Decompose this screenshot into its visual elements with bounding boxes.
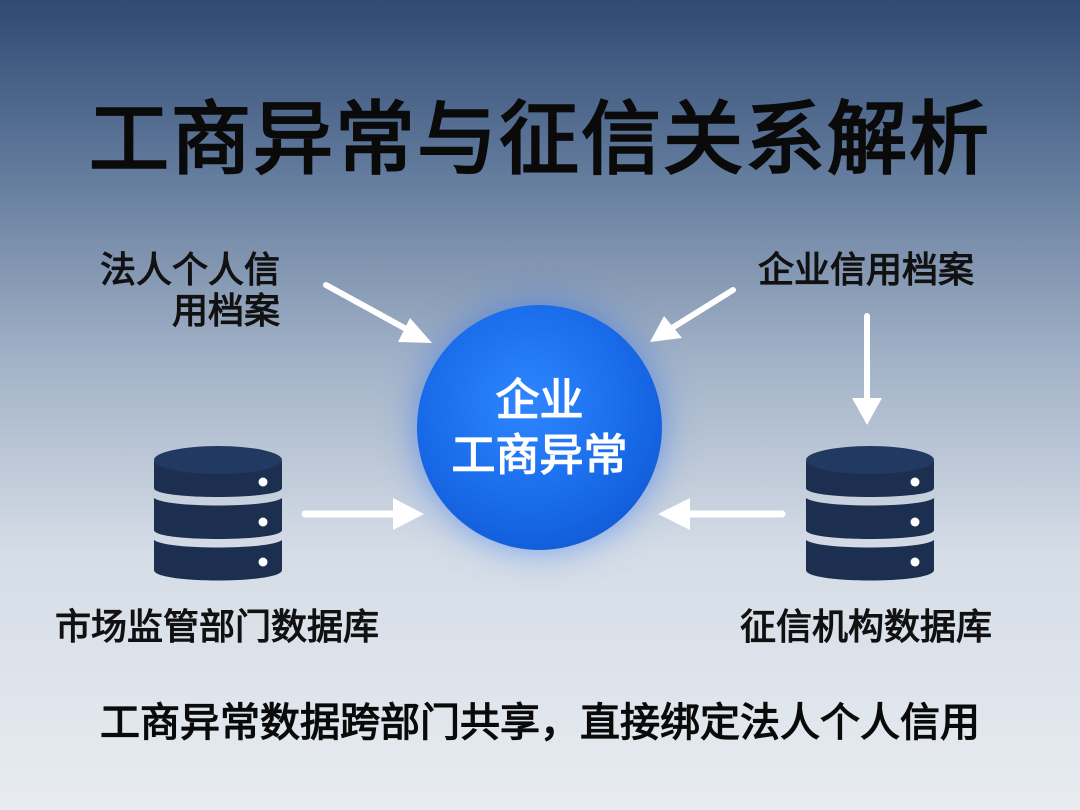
arrow-down-right-icon [852,313,882,425]
arrow-left-db-icon [301,498,424,530]
arrow-top-right-icon [650,287,736,342]
database-icon [154,446,282,581]
label-legal-person-credit: 法人个人信 用档案 [80,250,280,333]
footer-caption: 工商异常数据跨部门共享，直接绑定法人个人信用 [100,700,980,746]
page-title: 工商异常与征信关系解析 [89,93,991,186]
label-credit-agency-db: 征信机构数据库 [740,607,993,648]
arrow-top-left-icon [323,282,432,343]
center-node: 企业 工商异常 [417,305,662,550]
label-legal-person-credit-line2: 用档案 [171,291,280,333]
center-node-line1: 企业 [495,374,584,426]
label-market-regulation-db: 市场监管部门数据库 [55,607,380,648]
arrow-right-db-icon [658,498,786,530]
label-legal-person-credit-line1: 法人个人信 [99,250,280,291]
label-enterprise-credit: 企业信用档案 [758,250,975,291]
database-icon [806,446,934,581]
center-node-line2: 工商异常 [451,429,628,481]
